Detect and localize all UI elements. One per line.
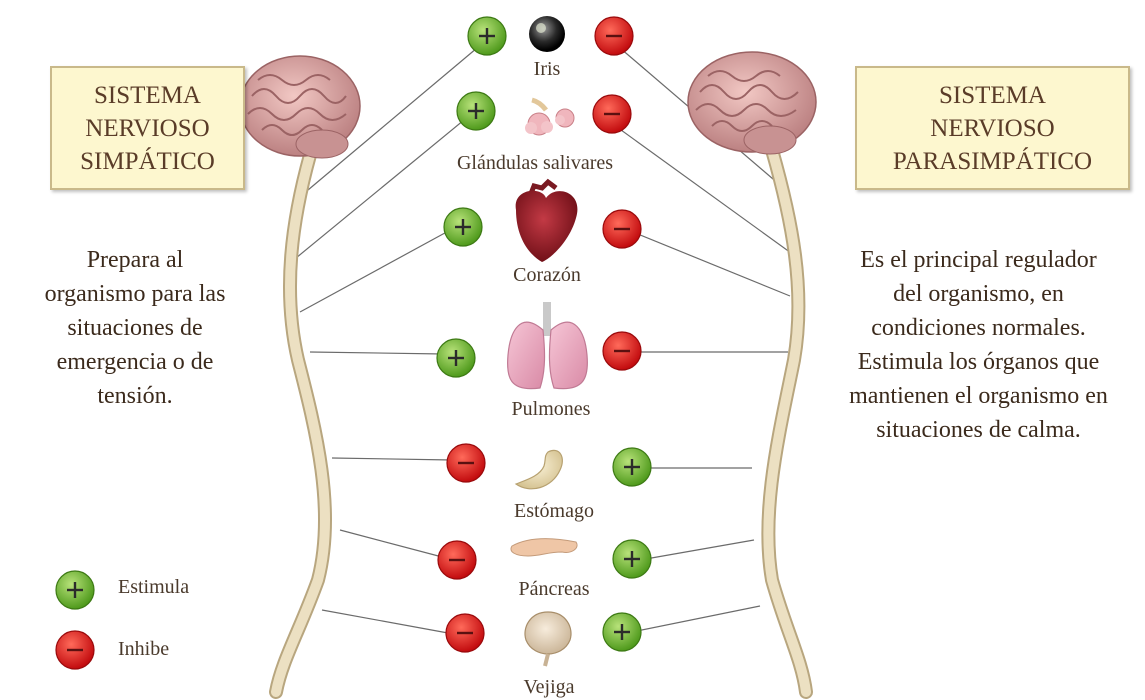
parasympathetic-description-line-4: Estimula los órganos que: [812, 345, 1145, 379]
legend-stimulate-label: Estimula: [118, 576, 189, 599]
parasympathetic-description-line-3: condiciones normales.: [812, 311, 1145, 345]
plus-icon-para-pancreas: [613, 540, 651, 578]
parasympathetic-description-line-6: situaciones de calma.: [812, 413, 1145, 447]
minus-icon-symp-bladder: [446, 614, 484, 652]
organ-label-heart: Corazón: [513, 264, 581, 287]
sympathetic-title-line-1: SISTEMA: [94, 79, 201, 112]
stomach-icon: [516, 450, 562, 488]
sympathetic-description: Prepara al organismo para las situacione…: [0, 243, 270, 413]
organ-label-iris: Iris: [534, 58, 561, 81]
organ-label-stomach: Estómago: [514, 500, 594, 523]
minus-icon-para-salivary-glands: [593, 95, 631, 133]
parasympathetic-title-line-1: SISTEMA: [939, 79, 1046, 112]
spinal-cord-left: [276, 155, 325, 692]
minus-icon-para-iris: [595, 17, 633, 55]
organ-label-bladder: Vejiga: [523, 676, 574, 699]
nerve-line-symp-bladder: [322, 610, 448, 633]
minus-icon-symp-stomach: [447, 444, 485, 482]
plus-icon-para-bladder: [603, 613, 641, 651]
bladder-icon: [525, 612, 571, 666]
nerve-line-para-bladder: [632, 606, 760, 632]
nerve-line-para-heart: [628, 230, 790, 296]
plus-icon-symp-iris: [468, 17, 506, 55]
sympathetic-description-line-4: emergencia o de: [0, 345, 270, 379]
parasympathetic-description-line-1: Es el principal regulador: [812, 243, 1145, 277]
legend-inhibit-label: Inhibe: [118, 638, 169, 661]
sympathetic-description-line-1: Prepara al: [0, 243, 270, 277]
parasympathetic-title-line-3: PARASIMPÁTICO: [893, 145, 1092, 178]
plus-icon-symp-salivary-glands: [457, 92, 495, 130]
parasympathetic-title-box: SISTEMA NERVIOSO PARASIMPÁTICO: [855, 66, 1130, 190]
spinal-cord-right: [768, 150, 806, 692]
nerve-line-symp-stomach: [332, 458, 452, 460]
organ-label-lungs: Pulmones: [512, 398, 591, 421]
plus-icon-symp-heart: [444, 208, 482, 246]
sympathetic-title-line-3: SIMPÁTICO: [80, 145, 215, 178]
organ-label-pancreas: Páncreas: [518, 578, 589, 601]
lungs-icon: [508, 302, 588, 389]
plus-icon-symp-lungs: [437, 339, 475, 377]
nerve-line-para-pancreas: [640, 540, 754, 560]
nerve-line-symp-pancreas: [340, 530, 446, 558]
nerve-line-symp-lungs: [310, 352, 444, 354]
sympathetic-description-line-3: situaciones de: [0, 311, 270, 345]
minus-icon-para-heart: [603, 210, 641, 248]
legend-minus-icon: [56, 631, 94, 669]
brain-right-icon: [688, 52, 816, 154]
salivary-glands-icon: [525, 100, 574, 135]
brain-left-icon: [240, 56, 360, 158]
pancreas-icon: [511, 539, 577, 556]
minus-icon-para-lungs: [603, 332, 641, 370]
sympathetic-description-line-5: tensión.: [0, 379, 270, 413]
iris-icon: [529, 16, 565, 52]
legend-plus-icon: [56, 571, 94, 609]
parasympathetic-description-line-5: mantienen el organismo en: [812, 379, 1145, 413]
sympathetic-title-line-2: NERVIOSO: [85, 112, 209, 145]
minus-icon-symp-pancreas: [438, 541, 476, 579]
sympathetic-description-line-2: organismo para las: [0, 277, 270, 311]
parasympathetic-title-line-2: NERVIOSO: [930, 112, 1054, 145]
heart-icon: [516, 182, 578, 262]
sympathetic-title-box: SISTEMA NERVIOSO SIMPÁTICO: [50, 66, 245, 190]
parasympathetic-description-line-2: del organismo, en: [812, 277, 1145, 311]
nerve-line-symp-heart: [300, 228, 454, 312]
plus-icon-para-stomach: [613, 448, 651, 486]
organ-label-salivary-glands: Glándulas salivares: [457, 152, 613, 175]
parasympathetic-description: Es el principal regulador del organismo,…: [812, 243, 1145, 447]
